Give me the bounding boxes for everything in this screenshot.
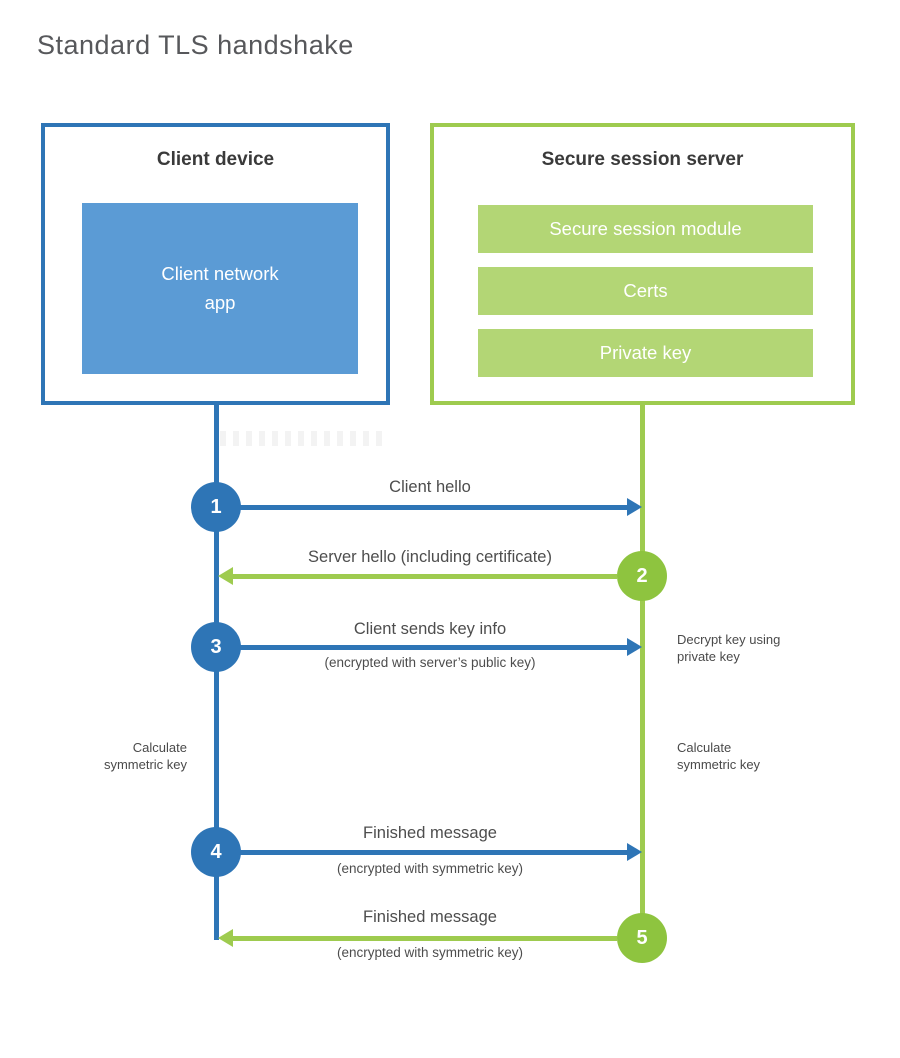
step-3-arrowhead-right-icon — [627, 638, 642, 656]
step-4-arrow-shaft — [236, 850, 627, 855]
faint-dash-artifact — [220, 431, 388, 446]
server-module-certs: Certs — [478, 267, 813, 315]
server-module-secure-session: Secure session module — [478, 205, 813, 253]
step-4-label: Finished message — [363, 824, 497, 842]
step-2-badge: 2 — [617, 551, 667, 601]
calculate-symmetric-key-client-note: Calculate symmetric key — [103, 740, 187, 772]
client-device-box: Client device Client network app — [41, 123, 390, 405]
client-box-title: Client device — [156, 149, 275, 170]
step-5-arrowhead-left-icon — [218, 929, 233, 947]
calculate-symmetric-key-server-note: Calculate symmetric key — [677, 740, 761, 772]
decrypt-key-note: Decrypt key using private key — [677, 632, 781, 664]
step-2-arrowhead-left-icon — [218, 567, 233, 585]
server-lifeline — [640, 405, 645, 940]
step-4-sublabel: (encrypted with symmetric key) — [336, 861, 524, 876]
step-5-badge: 5 — [617, 913, 667, 963]
step-4-arrowhead-right-icon — [627, 843, 642, 861]
step-3-badge: 3 — [191, 622, 241, 672]
server-box: Secure session server Secure session mod… — [430, 123, 855, 405]
step-4-badge: 4 — [191, 827, 241, 877]
page-title: Standard TLS handshake — [37, 30, 354, 60]
server-box-title: Secure session server — [541, 149, 744, 170]
step-2-arrow-shaft — [233, 574, 617, 579]
client-lifeline — [214, 405, 219, 940]
step-1-arrow-shaft — [236, 505, 627, 510]
step-3-arrow-shaft — [236, 645, 627, 650]
step-5-sublabel: (encrypted with symmetric key) — [336, 945, 524, 960]
step-3-label: Client sends key info — [353, 620, 507, 638]
step-1-badge: 1 — [191, 482, 241, 532]
server-module-private-key: Private key — [478, 329, 813, 377]
step-5-label: Finished message — [363, 908, 497, 926]
step-1-label: Client hello — [389, 478, 471, 496]
step-3-sublabel: (encrypted with server’s public key) — [324, 655, 536, 670]
step-1-arrowhead-right-icon — [627, 498, 642, 516]
client-network-app-block: Client network app — [82, 203, 358, 374]
step-2-label: Server hello (including certificate) — [308, 548, 552, 566]
step-5-arrow-shaft — [233, 936, 617, 941]
